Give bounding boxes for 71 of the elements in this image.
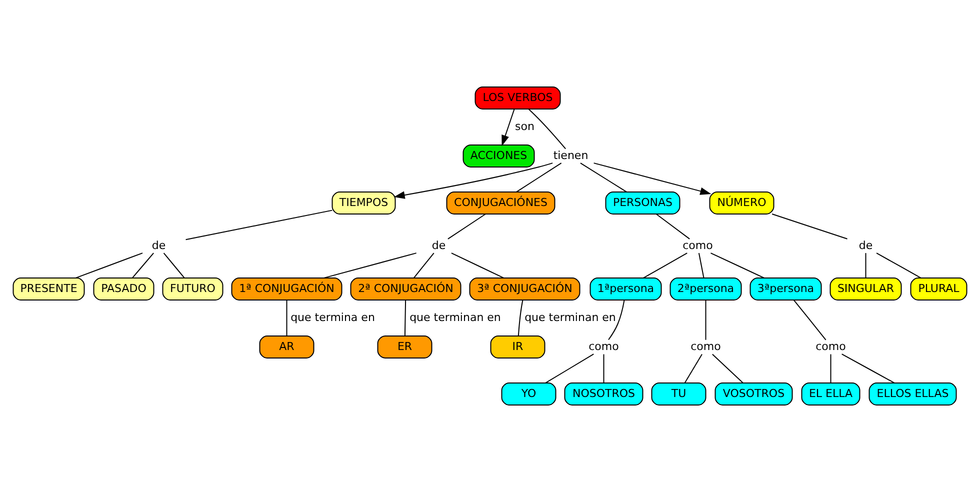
- connector: [705, 300, 706, 340]
- connector: [528, 108, 566, 150]
- node-box: LOS VERBOS: [474, 86, 561, 110]
- edge-label: que terminan en: [524, 310, 616, 324]
- connector: [516, 162, 562, 192]
- connector: [712, 354, 744, 384]
- node-box: SINGULAR: [830, 278, 902, 300]
- node-box: 2ªpersona: [670, 278, 742, 300]
- node-text: de: [858, 238, 873, 252]
- connector: [518, 300, 524, 336]
- node-box: FUTURO: [162, 278, 224, 300]
- connector: [841, 354, 895, 384]
- node-text: de: [432, 238, 446, 252]
- node-box: TU: [651, 382, 706, 406]
- node-box: 3ª CONJUGACIÓN: [469, 278, 580, 300]
- connector: [608, 300, 625, 340]
- node-box: CONJUGACIÓNES: [446, 192, 556, 214]
- node-box: PASADO: [93, 278, 154, 300]
- connector: [830, 354, 832, 384]
- node-box: NÚMERO: [709, 192, 774, 214]
- connector: [876, 252, 922, 278]
- arrow: [502, 108, 515, 146]
- node-box: 2ª CONJUGACIÓN: [350, 278, 462, 300]
- node-box: AR: [259, 336, 314, 358]
- connector: [865, 252, 866, 278]
- node-box: TIEMPOS: [332, 192, 396, 214]
- connector: [286, 300, 288, 336]
- node-text: como: [682, 238, 713, 252]
- edge-label: son: [515, 120, 534, 133]
- connector: [772, 214, 848, 240]
- node-box: YO: [501, 382, 556, 406]
- node-box: PERSONAS: [605, 192, 680, 214]
- arrow: [394, 162, 554, 199]
- connector: [413, 252, 434, 278]
- node-text: como: [816, 340, 846, 353]
- node-box: PRESENTE: [12, 278, 85, 300]
- node-box: ACCIONES: [462, 144, 535, 168]
- node-box: 3ªpersona: [750, 278, 822, 300]
- connector: [324, 252, 417, 278]
- connector: [75, 252, 144, 278]
- node-box: 1ª CONJUGACIÓN: [231, 278, 342, 300]
- connector: [404, 300, 406, 336]
- connector: [132, 252, 154, 278]
- connector: [656, 214, 690, 240]
- node-text: tienen: [553, 148, 588, 162]
- connector: [642, 252, 688, 278]
- edge-label: que termina en: [290, 310, 375, 324]
- node-box: EL ELLA: [801, 382, 860, 406]
- connector: [450, 252, 504, 278]
- connector: [447, 214, 486, 240]
- node-text: de: [152, 238, 166, 252]
- node-box: VOSOTROS: [714, 382, 793, 406]
- node-text: como: [690, 340, 721, 353]
- node-box: ELLOS ELLAS: [868, 382, 957, 406]
- edge-label: que terminan en: [410, 310, 501, 324]
- node-box: 1ªpersona: [590, 278, 662, 300]
- connector: [684, 354, 702, 384]
- connector: [603, 354, 604, 384]
- node-box: IR: [490, 336, 546, 358]
- connector: [163, 252, 185, 278]
- node-text: como: [588, 340, 619, 353]
- connector: [793, 300, 826, 340]
- connector: [185, 210, 333, 240]
- connector: [698, 252, 704, 278]
- connector: [545, 354, 594, 384]
- connector: [710, 252, 765, 278]
- arrow: [593, 162, 712, 195]
- connector: [580, 162, 628, 192]
- node-box: ER: [377, 336, 432, 358]
- node-box: PLURAL: [910, 278, 968, 300]
- node-box: NOSOTROS: [564, 382, 644, 406]
